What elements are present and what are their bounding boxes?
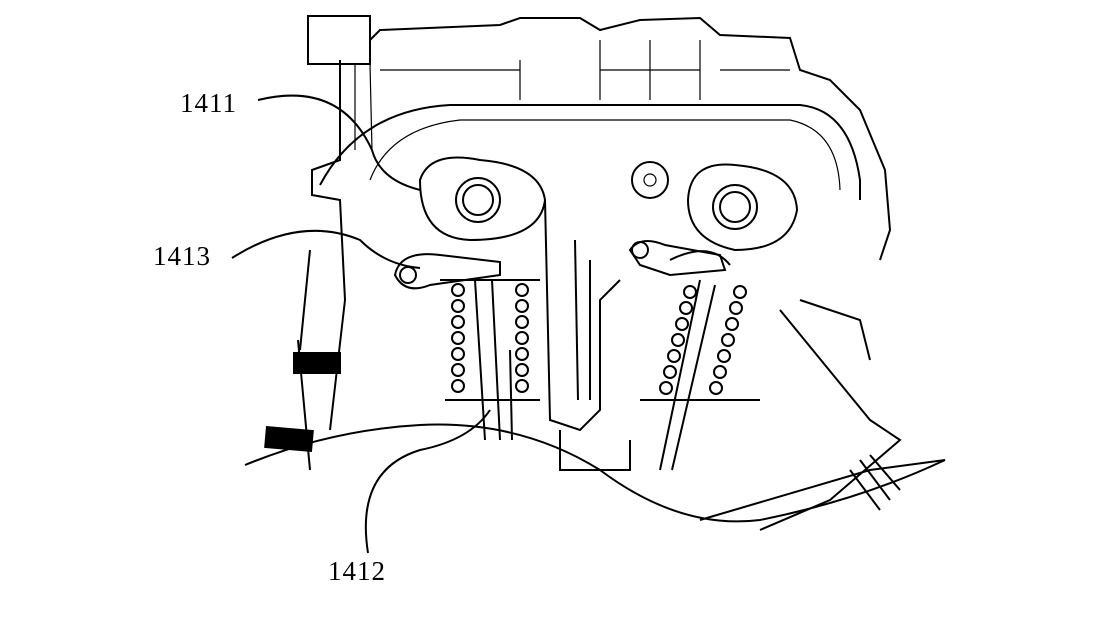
spring-coil [451,347,465,361]
label-1411: 1411 [180,88,237,118]
spring-coil [515,347,529,361]
spring-coil [451,379,465,393]
leader-1412 [364,409,491,554]
valve-spring-left [440,279,540,441]
spring-coil [451,283,465,297]
spring-coil [515,331,529,345]
spring-coil [515,363,529,377]
spring-coil [717,349,731,363]
spring-coil [671,333,685,347]
spring-coil [667,349,681,363]
break-line [244,423,946,523]
spring-coil [725,317,739,331]
right-side-structure [699,299,946,531]
label-1413: 1413 [153,241,211,271]
leader-1411 [257,94,421,191]
spring-coil [515,283,529,297]
spring-coil [515,315,529,329]
spring-coil [729,301,743,315]
rocker-arms [393,240,731,290]
spring-coil [451,363,465,377]
spring-coil [451,331,465,345]
spring-coil [683,285,697,299]
spring-coil [515,299,529,313]
spring-coil [709,381,723,395]
spring-coil [721,333,735,347]
central-web [544,199,631,471]
cam-right [631,161,799,252]
spring-coil [679,301,693,315]
spring-coil [733,285,747,299]
spring-coil [675,317,689,331]
spring-coil [451,315,465,329]
housing-outline [297,15,892,471]
label-1412: 1412 [328,556,386,586]
valve-spring-right [640,279,760,471]
cam-left [418,156,547,242]
spring-coil [663,365,677,379]
spring-coil [659,381,673,395]
spring-coil [515,379,529,393]
leader-1413 [231,229,421,269]
spring-coil [451,299,465,313]
spring-coil [713,365,727,379]
